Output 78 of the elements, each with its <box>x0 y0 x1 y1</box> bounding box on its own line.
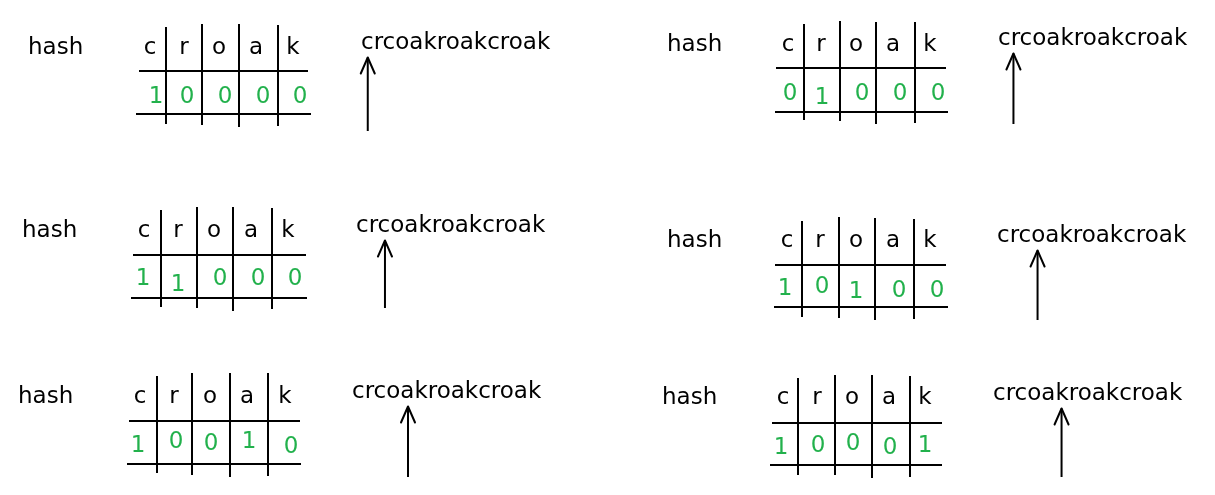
pointer-arrow <box>1053 407 1070 478</box>
column-header: a <box>881 384 897 408</box>
input-string: crcoakroakcroak <box>352 378 542 406</box>
count-value: 1 <box>848 278 864 302</box>
count-value: 0 <box>854 80 870 104</box>
count-value: 0 <box>892 80 908 104</box>
column-header: o <box>848 227 864 251</box>
column-header: k <box>278 383 292 407</box>
column-header: o <box>844 384 860 408</box>
column-header: o <box>211 34 227 58</box>
table-title: hash <box>18 383 74 407</box>
count-value: 0 <box>782 80 798 104</box>
table-title: hash <box>22 217 78 241</box>
count-value: 0 <box>810 432 826 456</box>
count-value: 1 <box>773 434 789 458</box>
column-header: a <box>243 217 259 241</box>
count-value: 0 <box>168 428 184 452</box>
input-string: crcoakroakcroak <box>361 29 551 57</box>
column-header: c <box>137 217 151 241</box>
input-string: crcoakroakcroak <box>998 25 1188 53</box>
count-value: 0 <box>179 83 195 107</box>
column-header: c <box>133 383 147 407</box>
column-header: k <box>918 384 932 408</box>
count-value: 0 <box>930 80 946 104</box>
count-value: 0 <box>292 83 308 107</box>
pointer-arrow <box>400 405 416 478</box>
count-value: 1 <box>170 271 186 295</box>
count-value: 1 <box>130 432 146 456</box>
column-header: o <box>206 217 222 241</box>
count-value: 0 <box>882 434 898 458</box>
count-value: 1 <box>917 432 933 456</box>
count-value: 0 <box>929 277 945 301</box>
column-header: r <box>169 383 179 407</box>
pointer-arrow <box>1005 52 1022 125</box>
column-header: c <box>780 227 794 251</box>
count-value: 1 <box>814 84 830 108</box>
pointer-arrow <box>359 56 376 132</box>
column-header: k <box>286 34 300 58</box>
column-header: r <box>815 227 825 251</box>
count-value: 0 <box>217 83 233 107</box>
column-header: k <box>923 31 937 55</box>
input-string: crcoakroakcroak <box>993 380 1183 408</box>
column-header: o <box>202 383 218 407</box>
count-value: 0 <box>283 433 299 457</box>
count-value: 1 <box>135 265 151 289</box>
column-header: k <box>923 227 937 251</box>
input-string: crcoakroakcroak <box>997 222 1187 250</box>
column-header: o <box>848 31 864 55</box>
count-value: 0 <box>287 265 303 289</box>
column-header: r <box>816 31 826 55</box>
table-title: hash <box>662 384 718 408</box>
count-value: 0 <box>814 273 830 297</box>
column-header: a <box>885 227 901 251</box>
column-header: a <box>248 34 264 58</box>
column-header: c <box>143 34 157 58</box>
column-header: r <box>173 217 183 241</box>
count-value: 0 <box>203 430 219 454</box>
column-header: a <box>239 383 255 407</box>
count-value: 1 <box>148 83 164 107</box>
count-value: 0 <box>255 83 271 107</box>
count-value: 0 <box>212 265 228 289</box>
count-value: 1 <box>777 275 793 299</box>
count-value: 0 <box>845 430 861 454</box>
pointer-arrow <box>1029 249 1046 321</box>
column-header: c <box>776 384 790 408</box>
count-value: 0 <box>891 277 907 301</box>
input-string: crcoakroakcroak <box>356 212 546 240</box>
table-title: hash <box>28 34 84 58</box>
table-title: hash <box>667 31 723 55</box>
column-header: r <box>812 384 822 408</box>
count-value: 1 <box>241 428 257 452</box>
table-title: hash <box>667 227 723 251</box>
column-header: k <box>281 217 295 241</box>
count-value: 0 <box>250 265 266 289</box>
pointer-arrow <box>376 239 393 309</box>
column-header: a <box>885 31 901 55</box>
column-header: r <box>179 34 189 58</box>
column-header: c <box>781 31 795 55</box>
